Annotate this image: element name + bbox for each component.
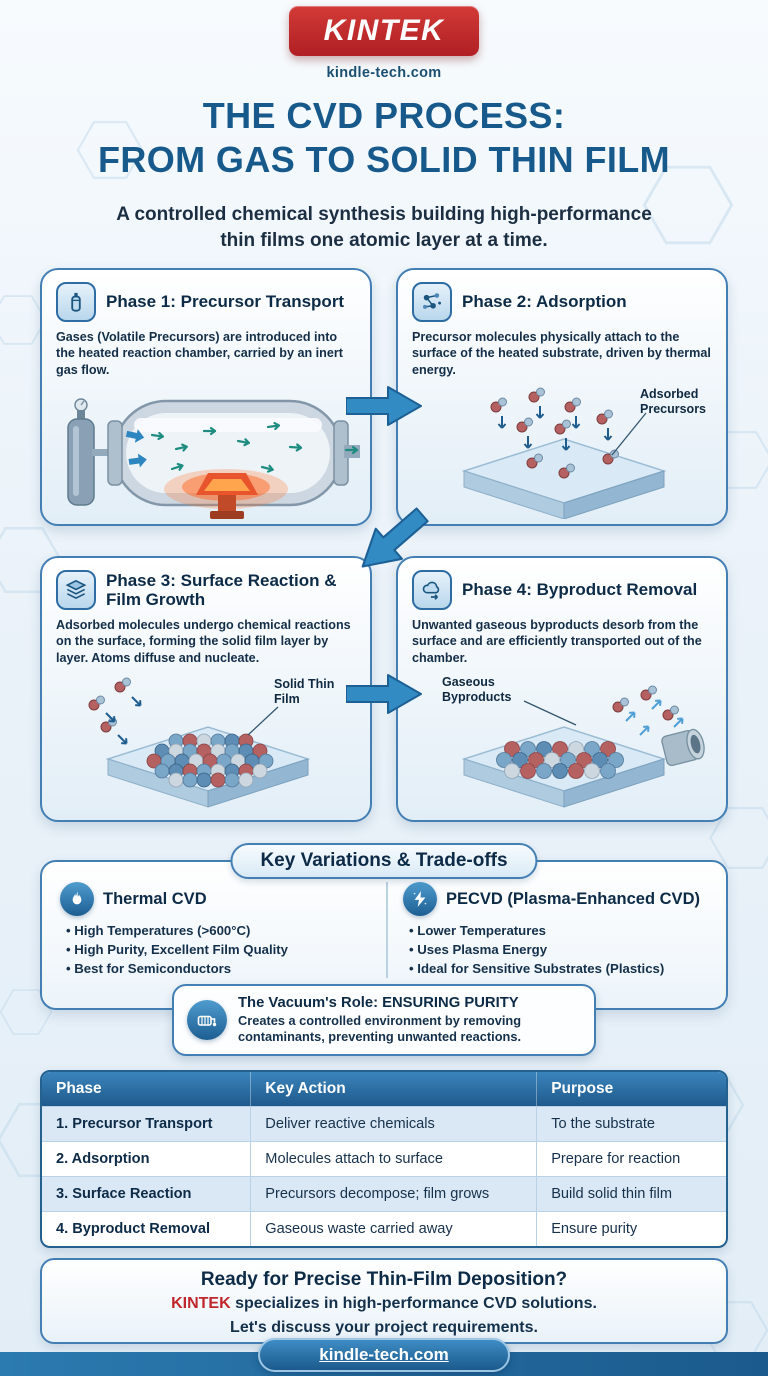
cta-headline: Ready for Precise Thin-Film Deposition? <box>200 1269 568 1290</box>
phase4-illustration: Gaseous Byproducts <box>412 671 712 811</box>
logo-text: KINTEK <box>323 14 445 47</box>
row4-key-action: Gaseous waste carried away <box>251 1211 538 1246</box>
pecvd-title: PECVD (Plasma-Enhanced CVD) <box>446 889 700 908</box>
cta-brand: KINTEK <box>171 1295 231 1312</box>
phase2-callout: Adsorbed Precursors <box>640 387 707 416</box>
phase3-illustration: .fa{fill:#7aa6c8;stroke:#54789a;stroke-w… <box>56 671 356 811</box>
flame-icon <box>60 882 94 916</box>
plasma-bolt-icon <box>403 882 437 916</box>
cta-card: Ready for Precise Thin-Film Deposition? … <box>40 1258 728 1344</box>
cta-line2: KINTEK specializes in high-performance C… <box>42 1293 726 1315</box>
phase3-title: Phase 3: Surface Reaction & Film Growth <box>106 570 337 610</box>
arrow-phase2-to-phase3 <box>342 504 442 578</box>
phase1-description: Gases (Volatile Precursors) are introduc… <box>56 330 343 377</box>
row1-phase: 1. Precursor Transport <box>42 1106 252 1141</box>
phase4-card: Phase 4: Byproduct Removal Unwanted gase… <box>396 556 728 822</box>
phase2-title: Phase 2: Adsorption <box>462 292 627 312</box>
arrow-phase3-to-phase4 <box>345 674 422 719</box>
website-button-label: kindle-tech.com <box>319 1345 449 1364</box>
title-line1: THE CVD PROCESS: <box>202 95 566 136</box>
thermal-bullet-1: High Temperatures (>600°C) <box>66 921 374 940</box>
phase2-illustration: Adsorbed Precursors <box>412 383 712 520</box>
phase3-card: Phase 3: Surface Reaction & Film Growth … <box>40 556 372 822</box>
phase2-header: Phase 2: Adsorption <box>412 282 712 322</box>
phase2-description: Precursor molecules physically attach to… <box>412 330 711 377</box>
row4-purpose: Ensure purity <box>537 1211 726 1246</box>
phase1-card: Phase 1: Precursor Transport Gases (Vola… <box>40 268 372 526</box>
table-header-purpose: Purpose <box>537 1072 726 1106</box>
byproduct-cloud-icon <box>412 570 452 610</box>
title-line2: FROM GAS TO SOLID THIN FILM <box>97 139 671 180</box>
subtitle-line1: A controlled chemical synthesis building… <box>116 204 652 225</box>
vacuum-role-box: The Vacuum's Role: ENSURING PURITY Creat… <box>172 984 596 1056</box>
pecvd-bullet-3: Ideal for Sensitive Substrates (Plastics… <box>409 959 708 978</box>
molecule-icon <box>412 282 452 322</box>
row2-phase: 2. Adsorption <box>42 1141 252 1176</box>
thermal-bullet-2: High Purity, Excellent Film Quality <box>66 940 374 959</box>
website-button[interactable]: kindle-tech.com <box>258 1338 510 1372</box>
table-header-phase: Phase <box>42 1072 252 1106</box>
vacuum-description: Creates a controlled environment by remo… <box>238 1013 522 1044</box>
row1-purpose: To the substrate <box>537 1106 726 1141</box>
phase1-illustration <box>56 383 360 520</box>
phase3-callout: Solid Thin Film <box>274 677 335 706</box>
thermal-cvd-column: Thermal CVD High Temperatures (>600°C) H… <box>60 882 386 978</box>
variations-columns: Thermal CVD High Temperatures (>600°C) H… <box>42 862 726 978</box>
gas-cylinder-icon <box>56 282 96 322</box>
thermal-bullet-3: Best for Semiconductors <box>66 959 374 978</box>
pecvd-bullet-2: Uses Plasma Energy <box>409 940 708 959</box>
arrow-phase1-to-phase2 <box>345 386 422 431</box>
layers-icon <box>56 570 96 610</box>
table-row: 2. Adsorption Molecules attach to surfac… <box>42 1141 726 1176</box>
cta-line3: Let's discuss your project requirements. <box>230 1319 538 1336</box>
phase1-title: Phase 1: Precursor Transport <box>106 292 345 312</box>
phase2-card: Phase 2: Adsorption Precursor molecules … <box>396 268 728 526</box>
row1-key-action: Deliver reactive chemicals <box>251 1106 538 1141</box>
table-row: 4. Byproduct Removal Gaseous waste carri… <box>42 1211 726 1246</box>
row3-key-action: Precursors decompose; film grows <box>251 1176 538 1211</box>
phase-summary-table: Phase Key Action Purpose 1. Precursor Tr… <box>40 1070 728 1248</box>
phase3-description: Adsorbed molecules undergo chemical reac… <box>56 618 351 665</box>
table-header-row: Phase Key Action Purpose <box>42 1072 726 1106</box>
row3-phase: 3. Surface Reaction <box>42 1176 252 1211</box>
vacuum-text: The Vacuum's Role: ENSURING PURITY Creat… <box>238 995 581 1045</box>
page-title: THE CVD PROCESS: FROM GAS TO SOLID THIN … <box>0 94 768 182</box>
row4-phase: 4. Byproduct Removal <box>42 1211 252 1246</box>
subtitle: A controlled chemical synthesis building… <box>0 202 768 254</box>
row2-purpose: Prepare for reaction <box>537 1141 726 1176</box>
subtitle-line2: thin films one atomic layer at a time. <box>220 230 548 251</box>
vacuum-title: The Vacuum's Role: ENSURING PURITY <box>238 995 519 1011</box>
thermal-cvd-title: Thermal CVD <box>103 889 207 908</box>
vacuum-pump-icon <box>187 1000 227 1040</box>
pecvd-bullet-1: Lower Temperatures <box>409 921 708 940</box>
table-header-key-action: Key Action <box>251 1072 538 1106</box>
phase4-header: Phase 4: Byproduct Removal <box>412 570 712 610</box>
phase4-callout: Gaseous Byproducts <box>442 675 512 704</box>
phase3-header: Phase 3: Surface Reaction & Film Growth <box>56 570 356 610</box>
pecvd-column: PECVD (Plasma-Enhanced CVD) Lower Temper… <box>386 882 708 978</box>
phase1-header: Phase 1: Precursor Transport <box>56 282 356 322</box>
cta-line2-rest: specializes in high-performance CVD solu… <box>230 1295 597 1312</box>
header-website: kindle-tech.com <box>326 65 442 81</box>
phase4-description: Unwanted gaseous byproducts desorb from … <box>412 618 702 665</box>
variations-section-title: Key Variations & Trade-offs <box>230 843 538 879</box>
table-row: 3. Surface Reaction Precursors decompose… <box>42 1176 726 1211</box>
phase4-title: Phase 4: Byproduct Removal <box>462 580 698 600</box>
kintek-logo-badge: KINTEK <box>289 6 479 56</box>
row2-key-action: Molecules attach to surface <box>251 1141 538 1176</box>
row3-purpose: Build solid thin film <box>537 1176 726 1211</box>
table-row: 1. Precursor Transport Deliver reactive … <box>42 1106 726 1141</box>
